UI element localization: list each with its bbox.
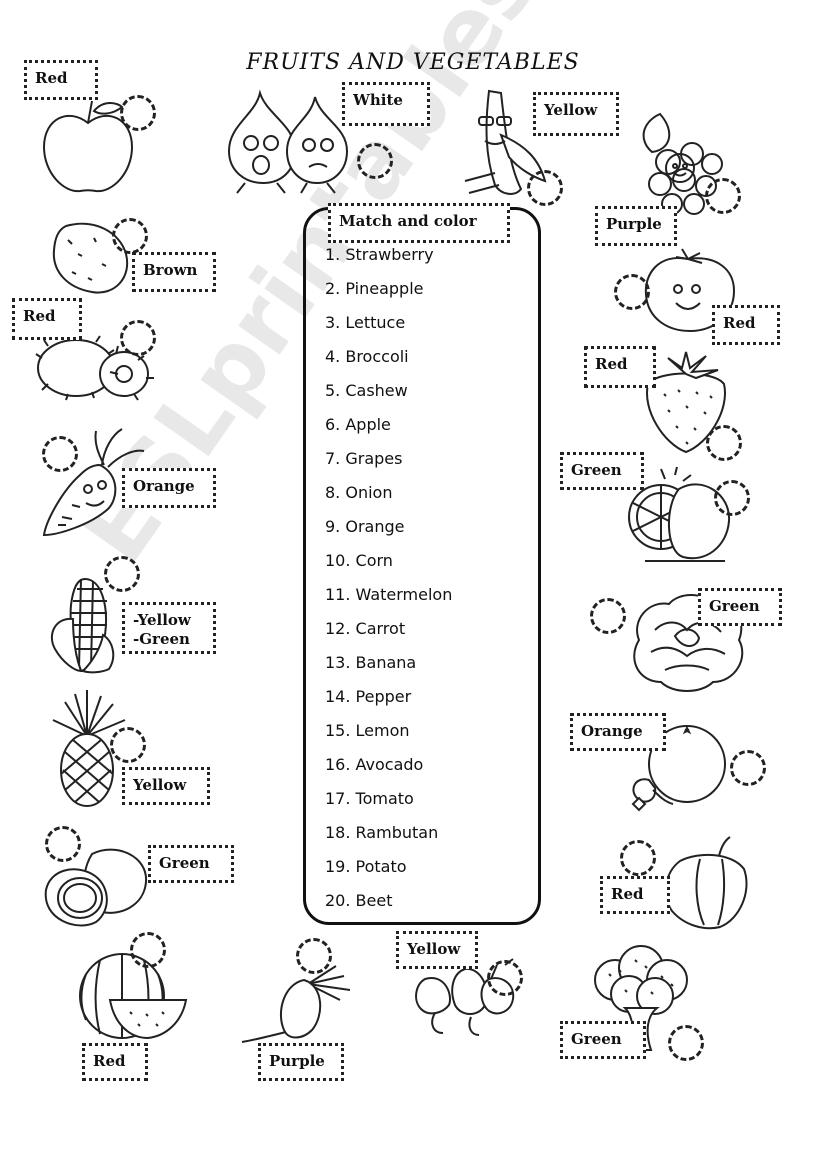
carrot-answer-circle[interactable]: [42, 436, 78, 472]
strawberry-picture: [646, 351, 726, 454]
pineapple-color-label: Yellow: [122, 767, 210, 805]
list-item: 13. Banana: [325, 653, 417, 672]
lettuce-answer-circle[interactable]: [590, 598, 626, 634]
tomato-picture: [644, 248, 736, 333]
list-item: 1. Strawberry: [325, 245, 434, 264]
list-item: 2. Pineapple: [325, 279, 424, 298]
cashew-answer-circle[interactable]: [487, 960, 523, 996]
list-item: 12. Carrot: [325, 619, 406, 638]
corn-color-label: -Yellow -Green: [122, 602, 216, 654]
grapes-answer-circle[interactable]: [705, 178, 741, 214]
list-item: 3. Lettuce: [325, 313, 406, 332]
potato-picture: [52, 222, 129, 294]
list-header: Match and color: [328, 203, 510, 243]
list-item: 17. Tomato: [325, 789, 414, 808]
avocado-picture: [44, 848, 148, 927]
avocado-answer-circle[interactable]: [45, 826, 81, 862]
grapes-picture: [642, 112, 723, 215]
page-title: FRUITS AND VEGETABLES: [246, 50, 580, 75]
onion-picture: [227, 89, 349, 194]
fruit-list: 1. Strawberry 2. Pineapple 3. Lettuce 4.…: [325, 244, 452, 924]
list-item: 6. Apple: [325, 415, 391, 434]
tomato-color-label: Red: [712, 305, 780, 345]
pepper-picture: [664, 836, 748, 930]
corn-color-line-2: -Green: [133, 629, 190, 648]
apple-answer-circle[interactable]: [120, 95, 156, 131]
banana-color-label: Yellow: [533, 92, 619, 136]
broccoli-answer-circle[interactable]: [668, 1025, 704, 1061]
list-item: 16. Avocado: [325, 755, 424, 774]
orange-answer-circle[interactable]: [730, 750, 766, 786]
list-item: 19. Potato: [325, 857, 407, 876]
onion-color-label: White: [342, 82, 430, 126]
strawberry-color-label: Red: [584, 346, 656, 388]
orange-color-label: Orange: [570, 713, 666, 751]
potato-color-label: Brown: [132, 252, 216, 292]
pineapple-picture: [52, 690, 126, 807]
list-item: 4. Broccoli: [325, 347, 409, 366]
rambutan-picture: [35, 330, 154, 401]
potato-answer-circle[interactable]: [112, 218, 148, 254]
corn-answer-circle[interactable]: [104, 556, 140, 592]
carrot-color-label: Orange: [122, 468, 216, 508]
broccoli-picture: [594, 945, 688, 1051]
list-item: 20. Beet: [325, 891, 393, 910]
grapes-color-label: Purple: [595, 206, 677, 246]
pepper-color-label: Red: [600, 876, 670, 914]
beet-answer-circle[interactable]: [296, 938, 332, 974]
rambutan-color-label: Red: [12, 298, 82, 340]
list-item: 9. Orange: [325, 517, 405, 536]
strawberry-answer-circle[interactable]: [706, 425, 742, 461]
carrot-picture: [42, 428, 145, 537]
pineapple-answer-circle[interactable]: [110, 727, 146, 763]
list-item: 18. Rambutan: [325, 823, 439, 842]
onion-answer-circle[interactable]: [357, 143, 393, 179]
banana-answer-circle[interactable]: [527, 170, 563, 206]
beet-color-label: Purple: [258, 1043, 344, 1081]
tomato-answer-circle[interactable]: [614, 274, 650, 310]
orange-picture: [631, 725, 726, 812]
watermelon-color-label: Red: [82, 1043, 148, 1081]
rambutan-answer-circle[interactable]: [120, 320, 156, 356]
corn-picture: [50, 577, 115, 674]
list-item: 14. Pepper: [325, 687, 412, 706]
watermelon-picture: [79, 953, 188, 1040]
list-item: 5. Cashew: [325, 381, 408, 400]
list-item: 8. Onion: [325, 483, 393, 502]
lemon-color-label: Green: [560, 452, 644, 490]
list-item: 11. Watermelon: [325, 585, 453, 604]
avocado-color-label: Green: [148, 845, 234, 883]
apple-color-label: Red: [24, 60, 98, 100]
list-item: 7. Grapes: [325, 449, 403, 468]
beet-picture: [241, 965, 351, 1043]
broccoli-color-label: Green: [560, 1021, 646, 1059]
cashew-color-label: Yellow: [396, 931, 478, 969]
pepper-answer-circle[interactable]: [620, 840, 656, 876]
corn-color-line-1: -Yellow: [133, 611, 191, 629]
list-item: 10. Corn: [325, 551, 393, 570]
watermelon-answer-circle[interactable]: [130, 932, 166, 968]
list-item: 15. Lemon: [325, 721, 410, 740]
lettuce-color-label: Green: [698, 588, 782, 626]
lemon-answer-circle[interactable]: [714, 480, 750, 516]
